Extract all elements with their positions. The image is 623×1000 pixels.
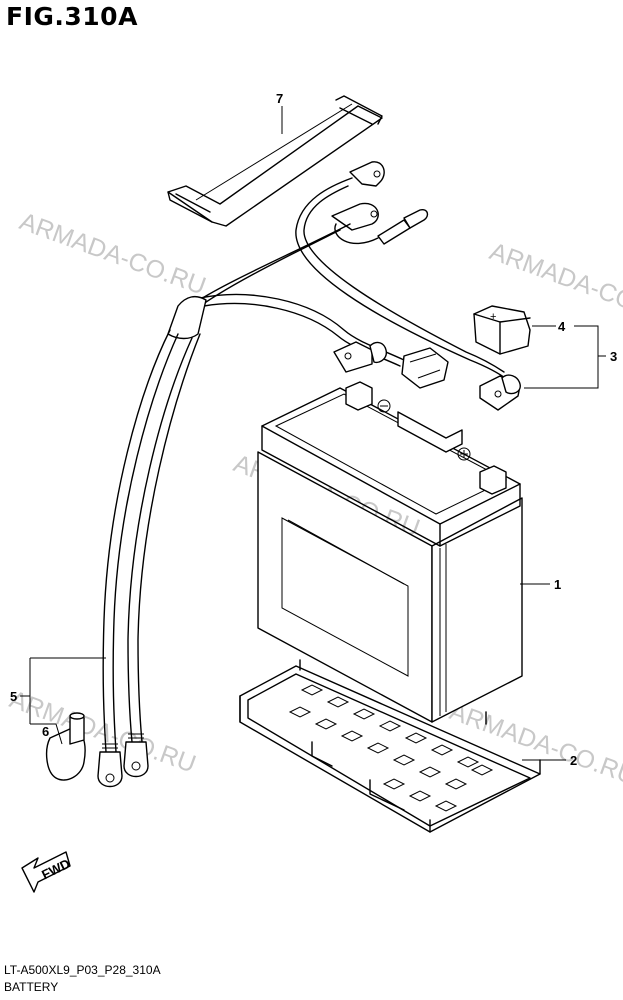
leader-lines [20,106,606,761]
figure-caption: BATTERY [4,980,59,994]
terminal-cover: + [473,305,531,355]
callout-7: 7 [276,91,283,106]
figure-title: FIG.310A [6,2,138,31]
battery-band [167,95,383,227]
figure-code: LT-A500XL9_P03_P28_310A [4,963,161,977]
callout-3: 3 [610,349,617,364]
watermark: ARMADA-CO.RU [16,207,210,300]
callout-2: 2 [570,753,577,768]
callout-6: 6 [42,724,49,739]
callout-4: 4 [558,319,566,334]
battery-tray [239,659,541,833]
fwd-arrow: FWD [21,851,72,893]
callout-5: 5 [10,689,17,704]
battery-cables [97,161,521,788]
fwd-label: FWD [39,856,72,882]
terminal-cover-plus-symbol: + [490,311,496,323]
callout-1: 1 [554,577,561,592]
terminal-boot [45,712,86,781]
battery [257,381,523,723]
callouts: 7 1 2 4 3 5 6 [10,91,617,768]
